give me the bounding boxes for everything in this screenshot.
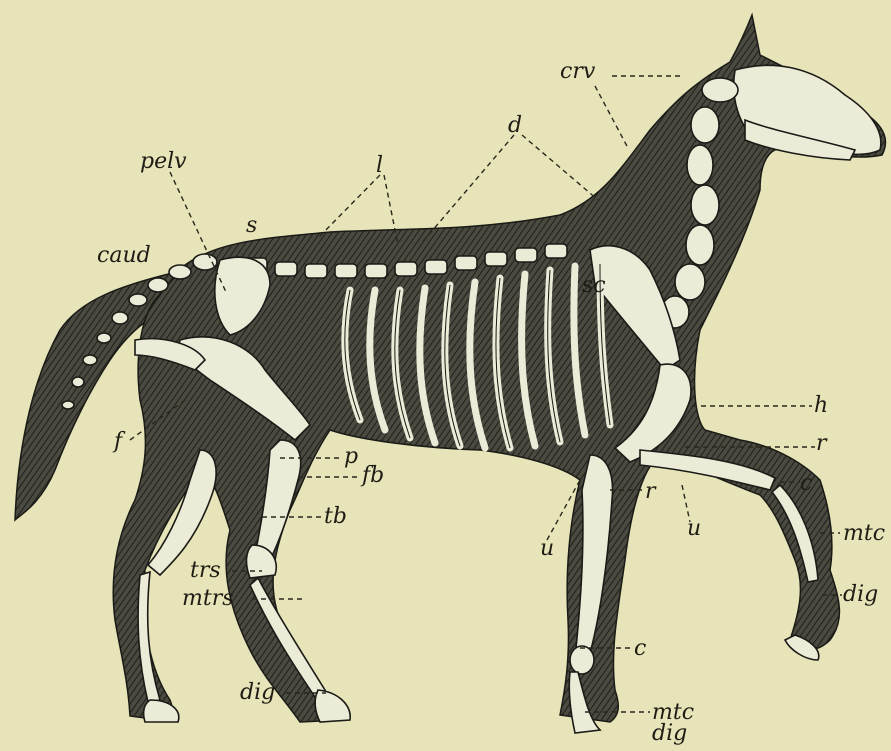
fore-knee bbox=[570, 646, 594, 674]
label-u-right: u bbox=[687, 516, 701, 541]
label-s: s bbox=[246, 213, 257, 238]
label-caud: caud bbox=[97, 243, 151, 268]
label-d: d bbox=[508, 113, 522, 138]
label-p: p bbox=[344, 444, 358, 469]
label-tb: tb bbox=[324, 504, 347, 529]
hind-hoof bbox=[315, 690, 350, 722]
label-f: f bbox=[112, 429, 126, 454]
label-r-fore: r bbox=[816, 431, 828, 456]
label-mtrs: mtrs bbox=[182, 586, 234, 611]
label-u-left: u bbox=[540, 536, 554, 561]
label-dig-fore: dig bbox=[843, 582, 878, 607]
label-fb: fb bbox=[360, 463, 384, 488]
hind-hoof-far bbox=[144, 700, 179, 722]
label-crv: crv bbox=[560, 59, 596, 84]
label-trs: trs bbox=[190, 558, 221, 583]
label-c-fore: c bbox=[800, 471, 812, 496]
label-pelv: pelv bbox=[140, 149, 187, 174]
label-c-leg: c bbox=[634, 636, 646, 661]
label-l: l bbox=[376, 153, 383, 178]
label-dig-leg: dig bbox=[652, 721, 687, 746]
label-mtc-fore: mtc bbox=[843, 521, 885, 546]
label-r-mid: r bbox=[645, 479, 657, 504]
label-sc: sc bbox=[582, 273, 606, 298]
label-h: h bbox=[814, 393, 828, 418]
label-dig-hind: dig bbox=[240, 680, 275, 705]
